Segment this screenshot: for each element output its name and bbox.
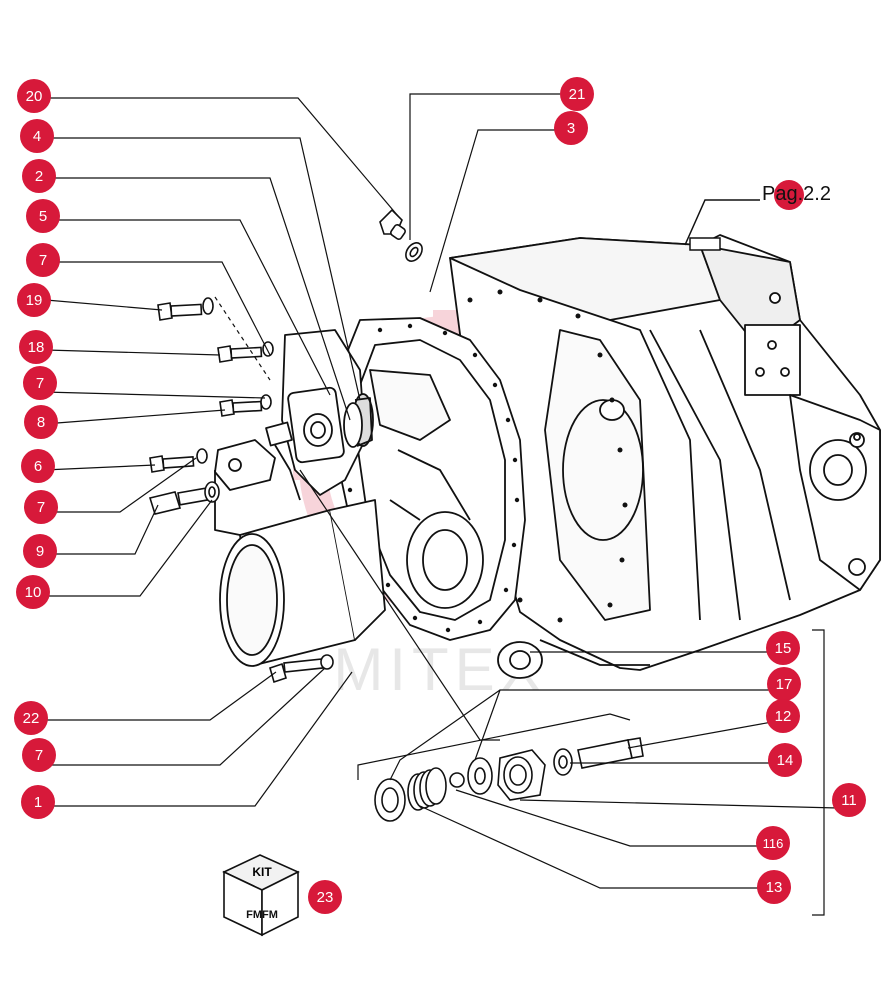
valve-components [357,713,644,822]
callout-badge[interactable] [17,283,51,317]
callout-c7c[interactable]: 7 [24,490,58,524]
spring-13 [407,767,447,811]
callout-c5[interactable]: 5 [26,199,60,233]
callout-number: 11 [841,792,857,809]
callout-number: 8 [37,414,45,431]
callout-badge[interactable] [560,77,594,111]
callout-number: 18 [28,339,45,356]
callout-number: 5 [39,208,47,225]
callout-number: 3 [567,120,575,137]
callout-number: 7 [35,747,43,764]
callout-c23[interactable]: 23 [308,880,342,914]
kit-label: KIT [252,865,272,879]
callout-c19[interactable]: 19 [17,283,51,317]
callout-number: 14 [777,752,794,769]
callout-c18[interactable]: 18 [19,330,53,364]
callout-badge[interactable] [24,405,58,439]
callout-number: 23 [317,889,334,906]
callout-number: 19 [26,292,43,309]
callout-number: 116 [763,836,784,851]
callout-badge[interactable] [17,79,51,113]
callout-number: 6 [34,458,42,475]
callout-badge[interactable] [20,119,54,153]
callout-c116[interactable]: 116 [756,826,790,860]
callout-c15[interactable]: 15 [766,631,800,665]
callout-number: 7 [36,375,44,392]
callout-c1[interactable]: 1 [21,785,55,819]
callout-c7d[interactable]: 7 [22,738,56,772]
callout-c7a[interactable]: 7 [26,243,60,277]
callout-number: 4 [33,128,41,145]
callout-c4[interactable]: 4 [20,119,54,153]
callout-c12[interactable]: 12 [766,699,800,733]
callout-c22[interactable]: 22 [14,701,48,735]
callout-c2[interactable]: 2 [22,159,56,193]
callout-c17[interactable]: 17 [767,667,801,701]
callout-number: 17 [776,676,793,693]
callout-badge[interactable] [21,449,55,483]
callout-badge[interactable] [756,826,790,860]
callout-badge[interactable] [16,575,50,609]
callout-layer: 20 21 4 3 2 5 7 19 18 7 8 6 7 9 10 22 7 1 15 17 12 14 11 116 13 2… [14,77,866,914]
callout-number: 21 [569,86,586,103]
callout-badge[interactable] [308,880,342,914]
callout-badge[interactable] [766,631,800,665]
callout-number: 7 [39,252,47,269]
callout-number: 7 [37,499,45,516]
callout-number: 10 [25,584,42,601]
callout-c21[interactable]: 21 [560,77,594,111]
callout-badge[interactable] [23,534,57,568]
callout-badge[interactable] [768,743,802,777]
leader-lines [40,93,839,916]
callout-badge[interactable] [26,199,60,233]
callout-number: 12 [775,708,792,725]
page-reference-badge [774,180,804,210]
callout-badge[interactable] [767,667,801,701]
callout-badge[interactable] [757,870,791,904]
page-reference[interactable]: Pag.2.2 [762,183,831,205]
callout-badge[interactable] [24,490,58,524]
transmission-housing [449,234,881,679]
housing-top-fitting [684,199,760,251]
callout-badge[interactable] [554,111,588,145]
callout-badge[interactable] [22,738,56,772]
callout-badge[interactable] [23,366,57,400]
fasteners [148,208,423,684]
callout-badge[interactable] [21,785,55,819]
callout-c7b[interactable]: 7 [23,366,57,400]
callout-c13[interactable]: 13 [757,870,791,904]
callout-c11[interactable]: 11 [832,783,866,817]
callout-badge[interactable] [832,783,866,817]
callout-number: 9 [36,543,44,560]
callout-badge[interactable] [766,699,800,733]
callout-badge[interactable] [26,243,60,277]
kit-brand-logo: FMFM [246,909,278,921]
callout-c14[interactable]: 14 [768,743,802,777]
callout-number: 13 [766,879,783,896]
callout-number: 15 [775,640,792,657]
callout-c9[interactable]: 9 [23,534,57,568]
callout-badge[interactable] [19,330,53,364]
callout-number: 22 [23,710,40,727]
filter-pump-assembly [214,329,386,667]
callout-c3[interactable]: 3 [554,111,588,145]
callout-c20[interactable]: 20 [17,79,51,113]
callout-number: 1 [34,794,42,811]
callout-c8[interactable]: 8 [24,405,58,439]
callout-number: 2 [35,168,43,185]
callout-c6[interactable]: 6 [21,449,55,483]
callout-badge[interactable] [22,159,56,193]
callout-number: 20 [26,88,43,105]
pump-fitting [265,421,301,501]
callout-c10[interactable]: 10 [16,575,50,609]
kit-box: KIT FMFM [222,854,300,937]
callout-badge[interactable] [14,701,48,735]
